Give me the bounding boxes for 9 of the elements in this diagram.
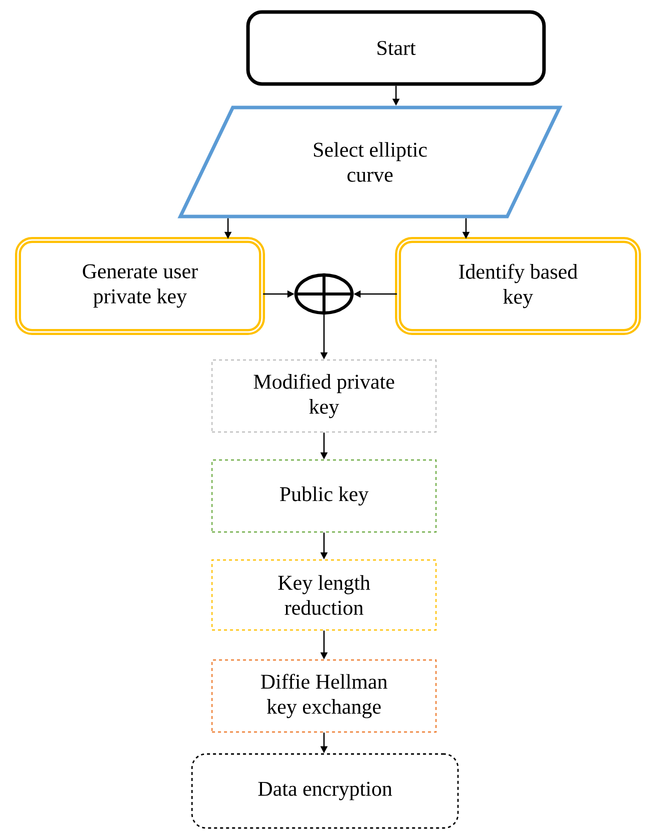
process-box: Modified private key [211, 359, 437, 433]
xor-symbol [294, 273, 354, 315]
start-box: Start [246, 10, 546, 86]
process-box: Diffie Hellman key exchange [211, 659, 437, 733]
process-box: Key length reduction [211, 559, 437, 631]
process-box: Identify based key [395, 237, 641, 335]
process-box: Public key [211, 459, 437, 533]
end-box: Data encryption [191, 753, 459, 829]
process-box: Generate user private key [15, 237, 265, 335]
